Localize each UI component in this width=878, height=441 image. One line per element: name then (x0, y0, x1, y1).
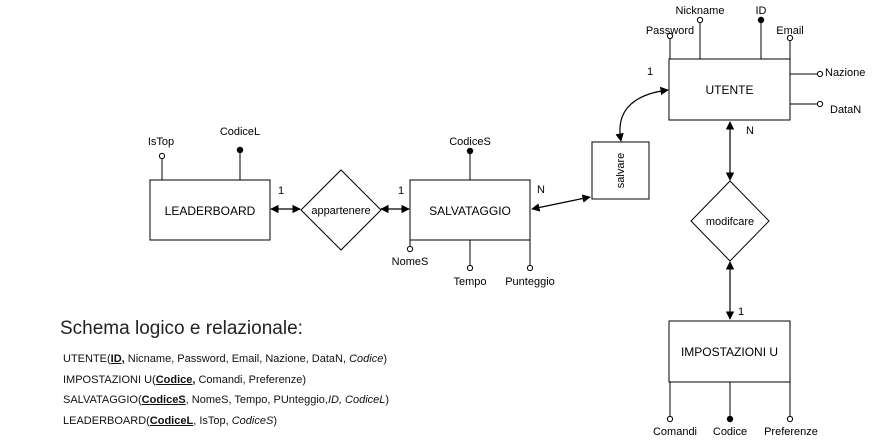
attr-tempo-label: Tempo (453, 276, 486, 288)
entity-impostazioni-label: IMPOSTAZIONI U (681, 345, 778, 359)
attr-datan-label: DataN (830, 104, 861, 116)
attr-nazione-label: Nazione (825, 67, 865, 79)
entity-leaderboard-label: LEADERBOARD (165, 204, 256, 218)
cardinality-impostazioni-modificare: 1 (738, 306, 744, 318)
attr-istop-marker (158, 152, 166, 160)
attr-tempo-marker (466, 264, 474, 272)
attr-codice-key-marker (726, 415, 734, 423)
cardinality-salvataggio-salvare: N (537, 184, 545, 196)
attr-id-label: ID (756, 5, 767, 17)
attr-preferenze-marker (786, 415, 794, 423)
attr-codicel-label: CodiceL (220, 126, 260, 138)
foreign-key: Codice (349, 353, 384, 365)
attr-preferenze-label: Preferenze (764, 426, 818, 438)
entity-salvataggio-label: SALVATAGGIO (429, 204, 511, 218)
schema-row-salvataggio: SALVATAGGIO(CodiceS, NomeS, Tempo, PUnte… (63, 394, 390, 406)
foreign-key: ID, CodiceL (327, 394, 386, 406)
attr-codice-label: Codice (713, 426, 747, 438)
relationship-salvare-label: salvare (615, 153, 627, 188)
entity-leaderboard (149, 179, 271, 241)
schema-title: Schema logico e relazionale: (60, 318, 303, 339)
cardinality-utente-modificare: N (746, 125, 754, 137)
primary-key: Codice, (155, 373, 196, 386)
cardinality-leaderboard-appartenere: 1 (278, 185, 284, 197)
attr-email-label: Email (776, 25, 804, 37)
entity-utente (668, 58, 791, 121)
attr-nickname-label: Nickname (676, 5, 725, 17)
entity-utente-label: UTENTE (706, 83, 754, 97)
attr-punteggio-label: Punteggio (505, 276, 555, 288)
attr-codicel-key-marker (236, 146, 244, 154)
attr-nickname-marker (696, 16, 704, 24)
schema-row-utente: UTENTE(ID, Nicname, Password, Email, Naz… (63, 353, 388, 365)
attr-comandi-label: Comandi (653, 426, 697, 438)
attr-nomes-label: NomeS (392, 256, 429, 268)
entity-impostazioni (668, 320, 791, 383)
attr-nomes-marker (406, 245, 414, 253)
schema-list: UTENTE(ID, Nicname, Password, Email, Naz… (63, 352, 389, 434)
relationship-modificare (690, 180, 770, 262)
primary-key: CodiceS (141, 394, 186, 406)
primary-key: ID, (110, 353, 125, 365)
connector-salvare-utente (615, 86, 669, 142)
relationship-modificare-label: modifcare (706, 216, 754, 228)
entity-salvataggio (409, 179, 531, 241)
attr-id-key-marker (757, 16, 765, 24)
attr-email-marker (786, 34, 794, 42)
attr-nazione-marker (816, 70, 824, 78)
schema-row-impostazioni: IMPOSTAZIONI U(Codice, Comandi, Preferen… (63, 373, 307, 386)
cardinality-utente-salvare: 1 (647, 66, 653, 78)
foreign-key: CodiceS (231, 414, 274, 427)
attr-istop-label: IsTop (148, 136, 174, 148)
attr-codices-label: CodiceS (449, 136, 491, 148)
attr-password-label: Password (646, 25, 694, 37)
attr-password-marker (666, 32, 674, 40)
attr-datan-marker (816, 100, 824, 108)
attr-comandi-marker (666, 415, 674, 423)
cardinality-salvataggio-appartenere: 1 (398, 185, 404, 197)
connector-salvataggio-salvare (531, 194, 591, 212)
attr-codices-key-marker (466, 147, 474, 155)
attr-punteggio-marker (526, 264, 534, 272)
relationship-appartenere-label: appartenere (311, 205, 370, 217)
schema-row-leaderboard: LEADERBOARD(CodiceL, IsTop, CodiceS) (63, 414, 277, 427)
relationship-salvare (591, 141, 650, 200)
relationship-appartenere (300, 169, 382, 251)
primary-key: CodiceL (149, 414, 194, 427)
